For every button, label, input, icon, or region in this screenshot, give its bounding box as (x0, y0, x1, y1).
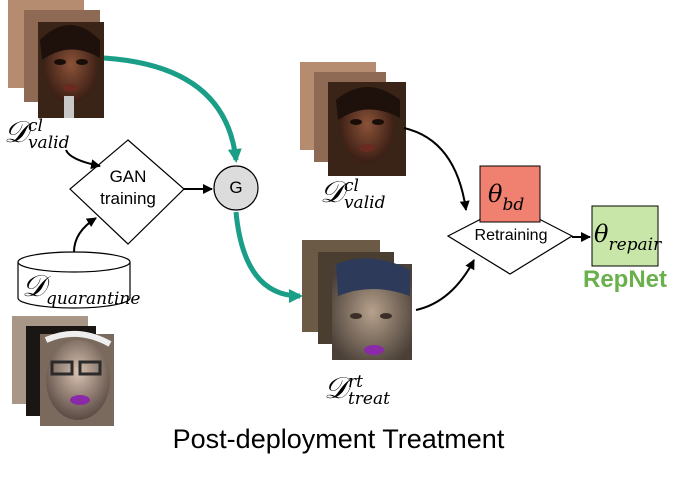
theta-bd-box (479, 165, 541, 223)
dataset-label-quarantine: 𝒟quarantine (22, 269, 140, 308)
valid-face-stack-left (8, 0, 104, 118)
gan-label-line1: GAN (109, 167, 147, 186)
treat-sub: treat (347, 389, 390, 409)
quarantine-sub: quarantine (45, 289, 141, 310)
theta-bd-subscript: bd (502, 195, 525, 216)
arrow-valid-to-gan (65, 149, 101, 170)
theta-repair-symbol: θ (594, 220, 609, 248)
database-cylinder-icon (17, 251, 131, 309)
quarantine-face-stack (12, 316, 114, 426)
gan-label-line2: training (100, 189, 156, 208)
arrow-quarantine-to-gan (73, 217, 97, 253)
arrow-valid-to-retraining (403, 127, 470, 211)
dataset-label-treat: 𝒟 rt treat (324, 374, 390, 408)
valid-right-sup: cl (343, 176, 359, 196)
treat-symbol: 𝒟 (324, 371, 348, 406)
teal-arrow-valid-to-generator (103, 55, 242, 163)
diagram-caption: Post-deployment Treatment (172, 424, 505, 454)
theta-bd-symbol: θ (488, 180, 503, 208)
retraining-diamond (446, 203, 574, 275)
valid-right-sub: valid (343, 193, 386, 213)
valid-left-sub: valid (27, 133, 70, 153)
dataset-label-valid-left: 𝒟 cl valid (4, 118, 69, 152)
valid-right-symbol: 𝒟 (320, 175, 344, 210)
generator-node (213, 165, 259, 211)
dataset-label-valid-right: 𝒟 cl valid (320, 178, 385, 212)
retraining-label: Retraining (474, 227, 548, 244)
theta-bd-label: θbd (488, 180, 524, 214)
teal-arrow-generator-to-treat (233, 211, 303, 303)
treat-face-stack (302, 240, 412, 360)
theta-repair-box (591, 205, 659, 267)
treat-sup: rt (347, 372, 363, 392)
repnet-label: RepNet (582, 266, 667, 293)
gan-training-label: GAN training (86, 166, 170, 210)
quarantine-symbol: 𝒟 (22, 269, 46, 304)
theta-repair-subscript: repair (608, 235, 662, 256)
generator-label: G (229, 178, 243, 197)
valid-left-sup: cl (27, 116, 43, 136)
theta-repair-label: θrepair (594, 220, 661, 254)
valid-face-stack-right (300, 62, 406, 176)
arrow-treat-to-retraining (415, 259, 475, 311)
valid-left-symbol: 𝒟 (4, 115, 28, 150)
